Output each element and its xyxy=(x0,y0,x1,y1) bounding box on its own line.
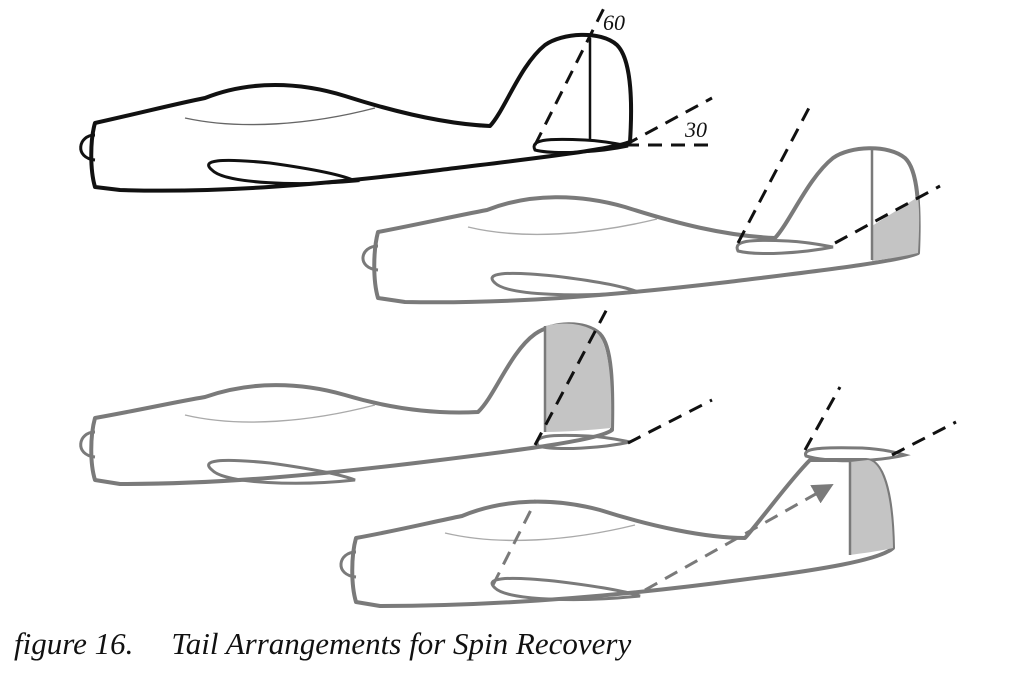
figure-caption: figure 16. Tail Arrangements for Spin Rec… xyxy=(14,626,631,662)
spinner xyxy=(79,430,96,459)
canopy-line xyxy=(184,107,376,126)
angle-line-60 xyxy=(491,499,538,586)
fuselage-outline xyxy=(372,146,921,305)
tailplane-section xyxy=(535,433,631,450)
spinner xyxy=(361,244,379,272)
rudder-shaded xyxy=(872,197,920,261)
tailplane-section xyxy=(735,238,834,255)
angle-line-30 xyxy=(627,398,713,445)
canopy-line xyxy=(467,218,658,236)
angle-label-60: 60 xyxy=(603,10,625,35)
angle-line-60 xyxy=(533,7,606,146)
canopy-line xyxy=(444,524,636,542)
airplane-1-reference: 60 30 xyxy=(79,7,713,193)
fuselage-outline xyxy=(89,32,634,193)
airplane-2 xyxy=(361,105,941,305)
fuselage-outline xyxy=(350,458,895,608)
airplane-3 xyxy=(79,306,713,486)
figure-number: figure 16. xyxy=(14,626,134,661)
angle-line-60 xyxy=(736,105,812,244)
wing-section xyxy=(207,458,356,485)
angle-line-30 xyxy=(624,96,713,147)
airflow-arrow xyxy=(644,483,834,592)
wing-section xyxy=(207,158,361,185)
wing-section xyxy=(490,576,641,602)
spinner xyxy=(339,550,357,579)
angle-line-30 xyxy=(834,184,941,245)
wing-section xyxy=(490,271,639,297)
t-tail-horizontal-stabilizer xyxy=(804,446,911,463)
tailplane-section xyxy=(532,137,629,154)
fuselage-outline xyxy=(89,322,615,486)
angle-line-30 xyxy=(891,420,957,457)
figure-title: Tail Arrangements for Spin Recovery xyxy=(171,626,632,661)
airplane-4 xyxy=(339,386,957,608)
angle-label-30: 30 xyxy=(684,117,707,142)
canopy-line xyxy=(184,404,376,423)
rudder-shaded xyxy=(850,460,893,555)
spinner xyxy=(79,133,96,162)
angle-line-60-upper xyxy=(803,386,842,451)
rudder-shaded xyxy=(545,323,612,432)
angle-line-60 xyxy=(533,306,610,446)
